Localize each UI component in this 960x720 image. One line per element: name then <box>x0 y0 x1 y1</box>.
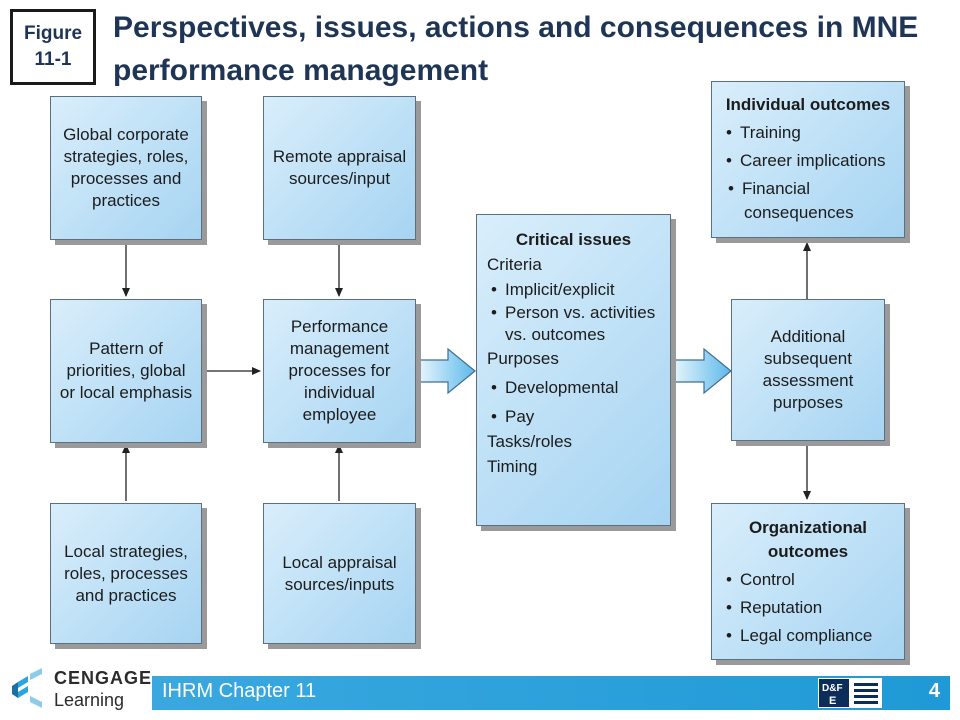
box-additional-assessment-text: Additional subsequent assessment purpose… <box>762 327 854 412</box>
cengage-brand-top: CENGAGE <box>54 668 153 688</box>
box-global-strategies: Global corporate strategies, roles, proc… <box>50 96 202 240</box>
block-arrow-to-additional <box>671 347 732 395</box>
box-additional-assessment: Additional subsequent assessment purpose… <box>731 299 885 441</box>
figure-label-line1: Figure <box>23 23 83 45</box>
cengage-brand-bottom: Learning <box>54 690 125 710</box>
critical-issues-heading: Critical issues <box>515 230 632 249</box>
box-pattern-priorities: Pattern of priorities, global or local e… <box>50 299 202 443</box>
individual-outcome-item: Financial consequences <box>722 177 894 225</box>
figure-label: Figure 11-1 <box>10 9 96 85</box>
purposes-item: Developmental <box>487 375 660 400</box>
box-individual-outcomes: Individual outcomes Training Career impl… <box>711 81 905 238</box>
svg-text:D&F: D&F <box>822 683 843 694</box>
tasks-roles-label: Tasks/roles <box>487 432 573 451</box>
purposes-item: Pay <box>487 404 660 429</box>
organizational-outcome-item: Legal compliance <box>722 624 894 648</box>
timing-label: Timing <box>487 457 538 476</box>
cengage-logo: CENGAGE Learning <box>10 664 153 714</box>
df-logo-icon: D&F E <box>818 678 882 708</box>
box-remote-appraisal-text: Remote appraisal sources/input <box>272 147 407 188</box>
box-global-strategies-text: Global corporate strategies, roles, proc… <box>63 125 189 210</box>
box-critical-issues: Critical issues Criteria Implicit/explic… <box>476 214 671 526</box>
box-local-appraisal: Local appraisal sources/inputs <box>263 503 416 644</box>
box-local-strategies: Local strategies, roles, processes and p… <box>50 503 202 644</box>
box-performance-processes: Performance management processes for ind… <box>263 299 416 443</box>
organizational-outcome-item: Control <box>722 568 894 592</box>
criteria-item: Person vs. activities vs. outcomes <box>487 302 660 346</box>
criteria-item: Implicit/explicit <box>487 277 660 302</box>
box-local-appraisal-text: Local appraisal sources/inputs <box>282 552 397 594</box>
organizational-outcome-item: Reputation <box>722 596 894 620</box>
box-pattern-priorities-text: Pattern of priorities, global or local e… <box>59 339 193 402</box>
criteria-label: Criteria <box>487 255 542 274</box>
individual-outcome-item: Training <box>722 121 894 145</box>
box-performance-processes-text: Performance management processes for ind… <box>288 317 391 424</box>
page-number: 4 <box>928 680 940 702</box>
box-local-strategies-text: Local strategies, roles, processes and p… <box>64 541 188 605</box>
individual-outcome-item: Career implications <box>722 149 894 173</box>
individual-outcomes-heading: Individual outcomes <box>725 95 891 114</box>
footer-bar: IHRM Chapter 11 4 <box>152 676 950 710</box>
footer-chapter: IHRM Chapter 11 <box>162 680 317 702</box>
purposes-label: Purposes <box>487 349 559 368</box>
box-remote-appraisal: Remote appraisal sources/input <box>263 96 416 240</box>
block-arrow-to-critical <box>417 347 476 395</box>
figure-label-line2: 11-1 <box>34 49 72 70</box>
slide-title: Perspectives, issues, actions and conseq… <box>113 11 919 87</box>
organizational-outcomes-heading: Organizational outcomes <box>748 518 868 561</box>
box-organizational-outcomes: Organizational outcomes Control Reputati… <box>711 503 905 660</box>
svg-text:E: E <box>829 695 836 707</box>
cengage-mark-icon <box>12 668 42 708</box>
